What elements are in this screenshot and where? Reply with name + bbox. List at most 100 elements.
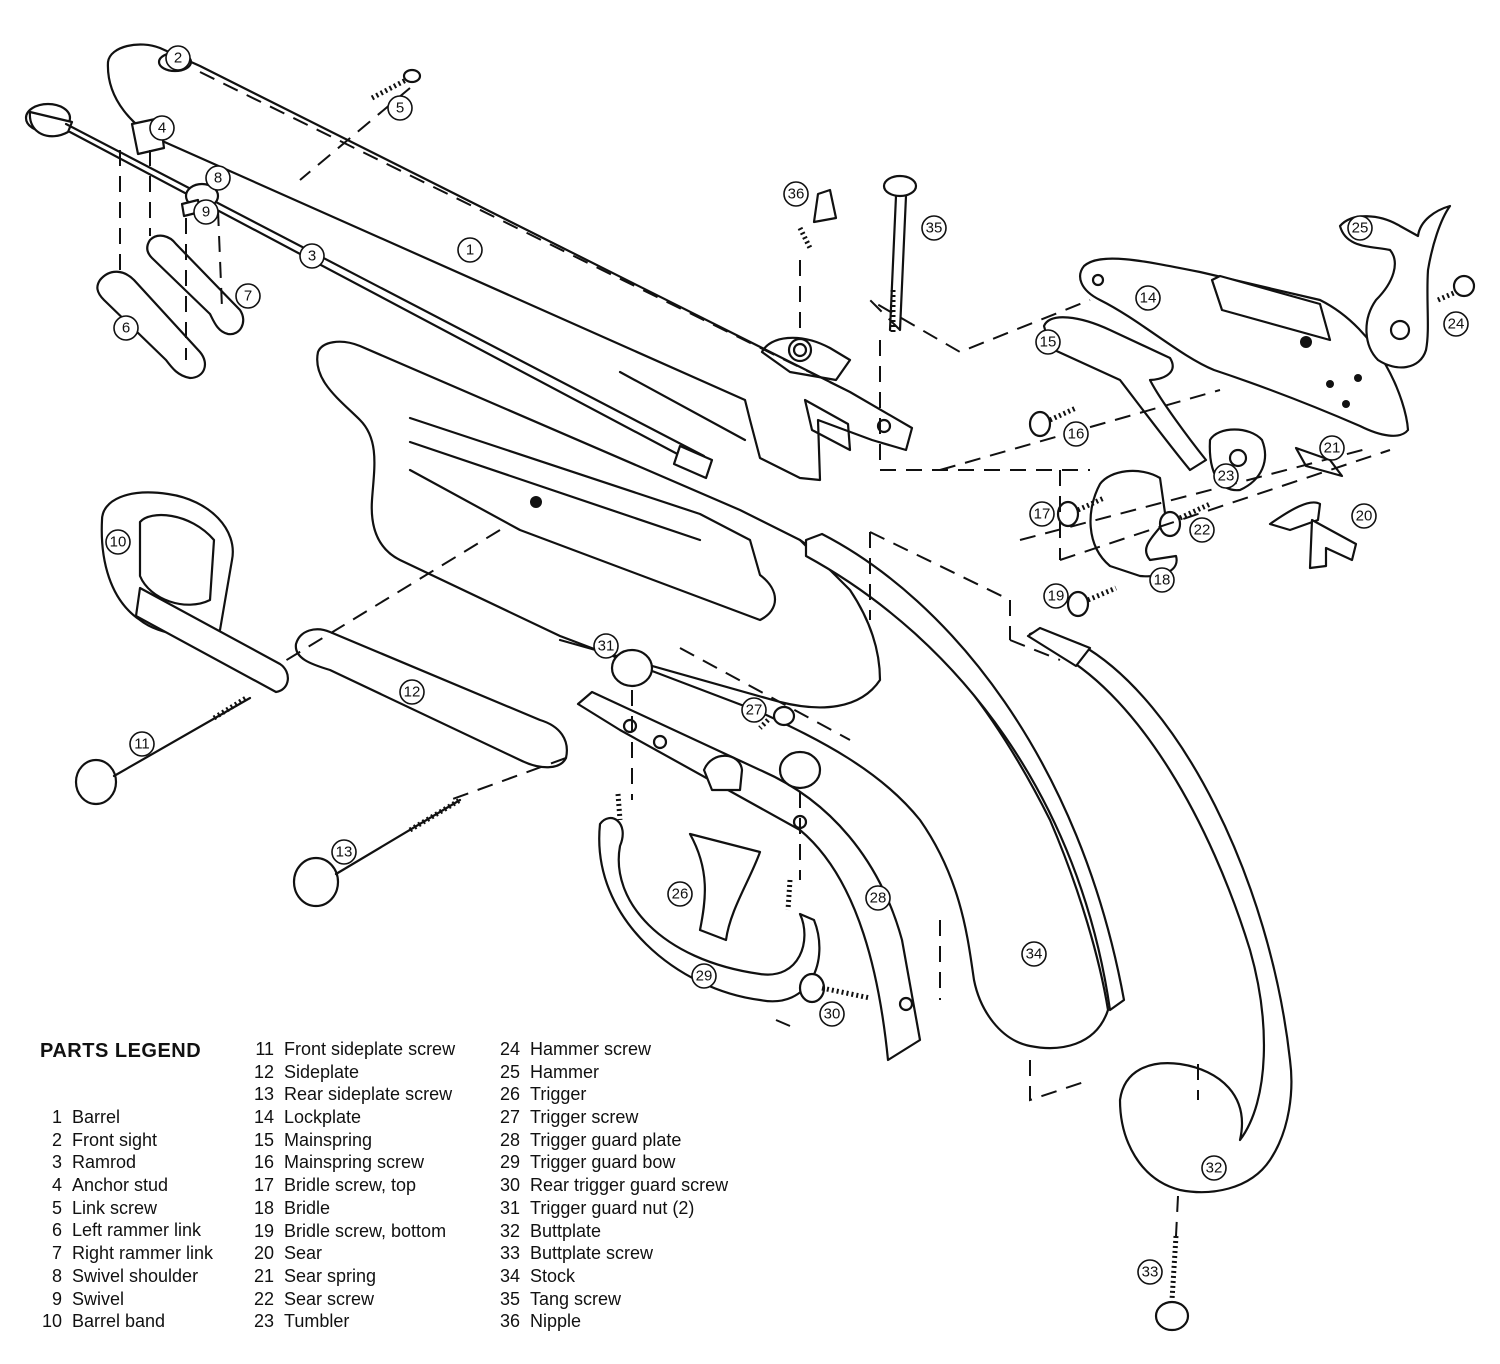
assembly-lines bbox=[119, 71, 1391, 1237]
hammer-part bbox=[1338, 204, 1452, 369]
callout-circle bbox=[1021, 941, 1047, 967]
callout-circle bbox=[193, 199, 219, 225]
callout-number: 30 bbox=[824, 1006, 841, 1023]
callout-circle bbox=[819, 1001, 845, 1027]
callout-26: 26 bbox=[667, 881, 693, 907]
callout-number: 5 bbox=[396, 100, 404, 117]
callout-circle bbox=[1189, 517, 1215, 543]
buttplate-part bbox=[1028, 628, 1293, 1194]
nipple-part bbox=[797, 188, 838, 250]
lock-screws-part bbox=[1028, 274, 1476, 618]
callout-circle bbox=[1201, 1155, 1227, 1181]
callout-circle bbox=[667, 881, 693, 907]
sideplate-part bbox=[294, 628, 568, 769]
callout-13: 13 bbox=[331, 839, 357, 865]
callout-circle bbox=[1029, 501, 1055, 527]
callout-circle bbox=[741, 697, 767, 723]
callout-circle bbox=[921, 215, 947, 241]
callout-15: 15 bbox=[1035, 329, 1061, 355]
callout-2: 2 bbox=[165, 45, 191, 71]
callout-circle bbox=[593, 633, 619, 659]
callout-number: 23 bbox=[1218, 468, 1235, 485]
callout-number: 8 bbox=[214, 170, 222, 187]
callout-19: 19 bbox=[1043, 583, 1069, 609]
callout-circle bbox=[399, 679, 425, 705]
callout-number: 12 bbox=[404, 684, 421, 701]
callout-12: 12 bbox=[399, 679, 425, 705]
callout-number: 28 bbox=[870, 890, 887, 907]
callout-20: 20 bbox=[1351, 503, 1377, 529]
bridle-part bbox=[1089, 469, 1178, 578]
callout-number: 20 bbox=[1356, 508, 1373, 525]
stock-tang-part bbox=[804, 532, 1126, 1012]
barrel-band-part bbox=[100, 491, 289, 694]
callout-number: 19 bbox=[1048, 588, 1065, 605]
callout-18: 18 bbox=[1149, 567, 1175, 593]
callout-22: 22 bbox=[1189, 517, 1215, 543]
callout-36: 36 bbox=[783, 181, 809, 207]
callout-number: 33 bbox=[1142, 1264, 1159, 1281]
callout-16: 16 bbox=[1063, 421, 1089, 447]
callout-8: 8 bbox=[205, 165, 231, 191]
callout-circle bbox=[149, 115, 175, 141]
callout-28: 28 bbox=[865, 885, 891, 911]
callout-circle bbox=[1035, 329, 1061, 355]
callout-14: 14 bbox=[1135, 285, 1161, 311]
callout-circle bbox=[1043, 583, 1069, 609]
callout-25: 25 bbox=[1347, 215, 1373, 241]
callout-34: 34 bbox=[1021, 941, 1047, 967]
callout-21: 21 bbox=[1319, 435, 1345, 461]
buttplate-screw-part bbox=[1154, 1235, 1190, 1332]
sear-part bbox=[1268, 446, 1358, 570]
front-sideplate-screw-part bbox=[74, 695, 252, 806]
callout-24: 24 bbox=[1443, 311, 1469, 337]
callout-27: 27 bbox=[741, 697, 767, 723]
callout-number: 31 bbox=[598, 638, 615, 655]
callout-1: 1 bbox=[457, 237, 483, 263]
callout-number: 15 bbox=[1040, 334, 1057, 351]
callout-number: 11 bbox=[134, 736, 150, 753]
callout-32: 32 bbox=[1201, 1155, 1227, 1181]
callout-circle bbox=[1135, 285, 1161, 311]
callout-number: 7 bbox=[244, 288, 252, 305]
left-rammer-link-part bbox=[96, 270, 207, 380]
callout-5: 5 bbox=[387, 95, 413, 121]
callout-11: 11 bbox=[129, 731, 155, 757]
callout-10: 10 bbox=[105, 529, 131, 555]
stock-part bbox=[316, 340, 1110, 1050]
callout-7: 7 bbox=[235, 283, 261, 309]
callout-17: 17 bbox=[1029, 501, 1055, 527]
callout-number: 10 bbox=[110, 534, 127, 551]
callout-number: 36 bbox=[788, 186, 805, 203]
callout-23: 23 bbox=[1213, 463, 1239, 489]
callout-circle bbox=[1319, 435, 1345, 461]
callout-circle bbox=[165, 45, 191, 71]
callout-number: 17 bbox=[1034, 506, 1051, 523]
callout-circle bbox=[691, 963, 717, 989]
callout-number: 1 bbox=[466, 242, 474, 259]
barrel-part bbox=[106, 43, 914, 482]
callout-number: 4 bbox=[158, 120, 166, 137]
mainspring-part bbox=[1042, 316, 1208, 472]
callout-number: 32 bbox=[1206, 1160, 1223, 1177]
callout-circle bbox=[113, 315, 139, 341]
callout-circle bbox=[299, 243, 325, 269]
part-callouts: 1234567891011121314151617181920212223242… bbox=[105, 45, 1469, 1285]
callout-33: 33 bbox=[1137, 1259, 1163, 1285]
callout-circle bbox=[105, 529, 131, 555]
callout-circle bbox=[783, 181, 809, 207]
trigger-guard-nuts-part bbox=[610, 648, 871, 1004]
callout-circle bbox=[1443, 311, 1469, 337]
callout-circle bbox=[1063, 421, 1089, 447]
callout-number: 3 bbox=[308, 248, 316, 265]
callout-circle bbox=[205, 165, 231, 191]
callout-35: 35 bbox=[921, 215, 947, 241]
callout-number: 13 bbox=[336, 844, 353, 861]
callout-number: 6 bbox=[122, 320, 130, 337]
callout-31: 31 bbox=[593, 633, 619, 659]
callout-circle bbox=[457, 237, 483, 263]
callout-number: 24 bbox=[1448, 316, 1465, 333]
callout-circle bbox=[129, 731, 155, 757]
buttplate-tang-part bbox=[1026, 626, 1092, 668]
callout-number: 9 bbox=[202, 204, 210, 221]
